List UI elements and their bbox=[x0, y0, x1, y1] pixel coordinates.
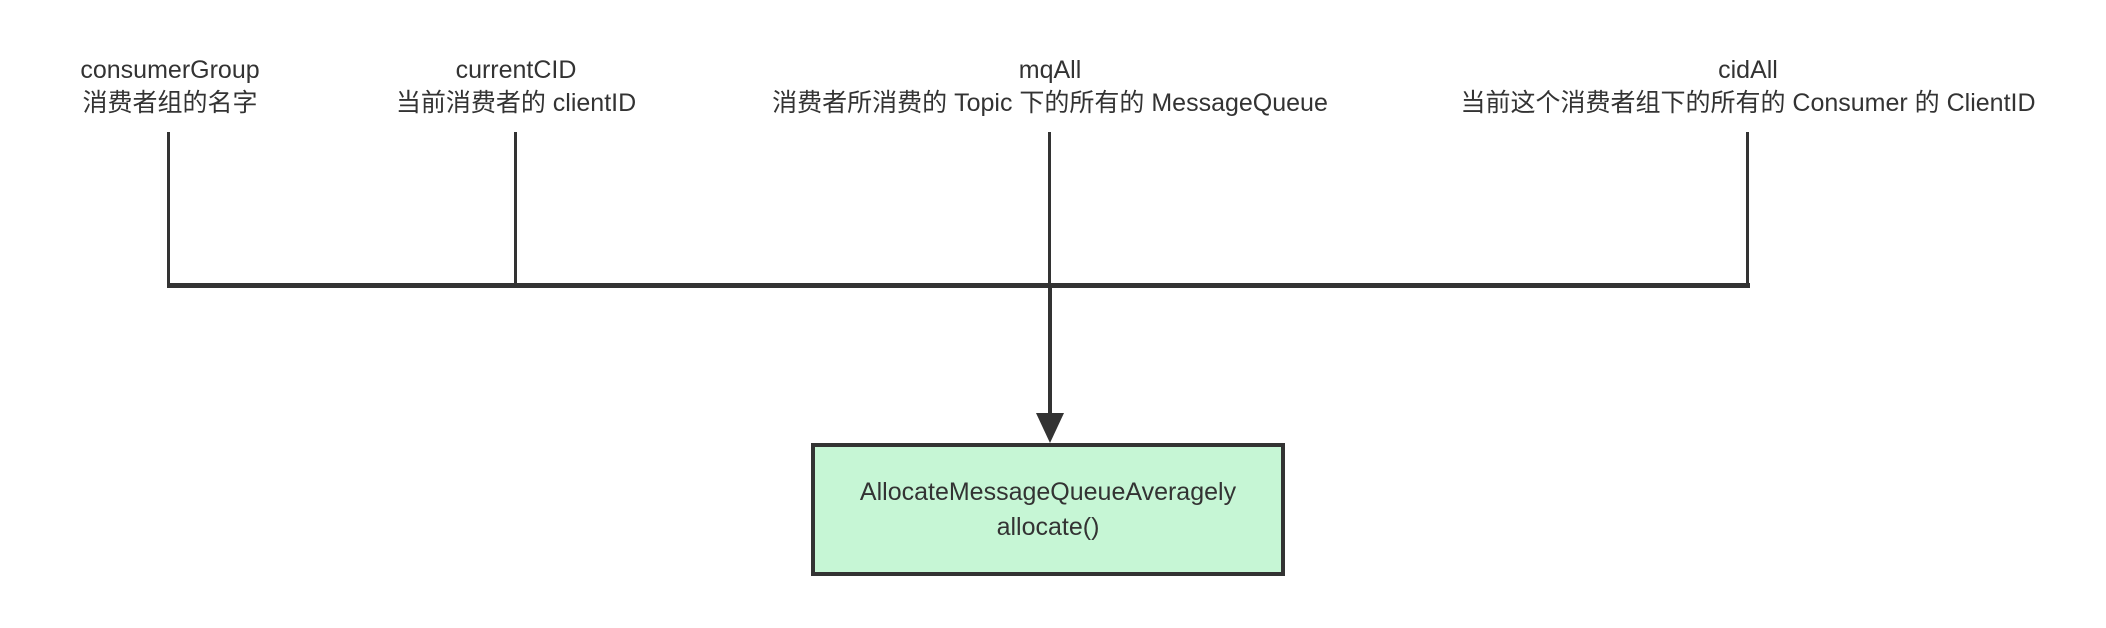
param-name: mqAll bbox=[1018, 56, 1082, 84]
param-mq-all: mqAll 消费者所消费的 Topic 下的所有的 MessageQueue bbox=[772, 54, 1328, 120]
param-current-cid: currentCID 当前消费者的 clientID bbox=[396, 54, 636, 120]
connector-consumer-group bbox=[167, 132, 170, 285]
arrow-stem bbox=[1048, 288, 1052, 415]
connector-mq-all bbox=[1048, 132, 1051, 285]
param-name: consumerGroup bbox=[80, 56, 260, 84]
allocate-class-name: AllocateMessageQueueAveragely bbox=[859, 477, 1237, 506]
allocate-method-name: allocate() bbox=[996, 512, 1100, 541]
bus-line bbox=[167, 283, 1750, 288]
param-name: currentCID bbox=[455, 56, 577, 84]
param-cid-all: cidAll 当前这个消费者组下的所有的 Consumer 的 ClientID bbox=[1460, 54, 2035, 120]
param-desc: 当前消费者的 clientID bbox=[395, 89, 637, 117]
param-desc: 消费者组的名字 bbox=[82, 89, 258, 117]
connector-current-cid bbox=[514, 132, 517, 285]
param-desc: 消费者所消费的 Topic 下的所有的 MessageQueue bbox=[772, 89, 1328, 117]
arrow-down-icon bbox=[1036, 413, 1064, 443]
param-name: cidAll bbox=[1718, 56, 1778, 84]
param-consumer-group: consumerGroup 消费者组的名字 bbox=[80, 54, 259, 120]
allocate-method-box: AllocateMessageQueueAveragely allocate() bbox=[811, 443, 1285, 576]
connector-cid-all bbox=[1746, 132, 1749, 285]
param-desc: 当前这个消费者组下的所有的 Consumer 的 ClientID bbox=[1460, 89, 2036, 117]
